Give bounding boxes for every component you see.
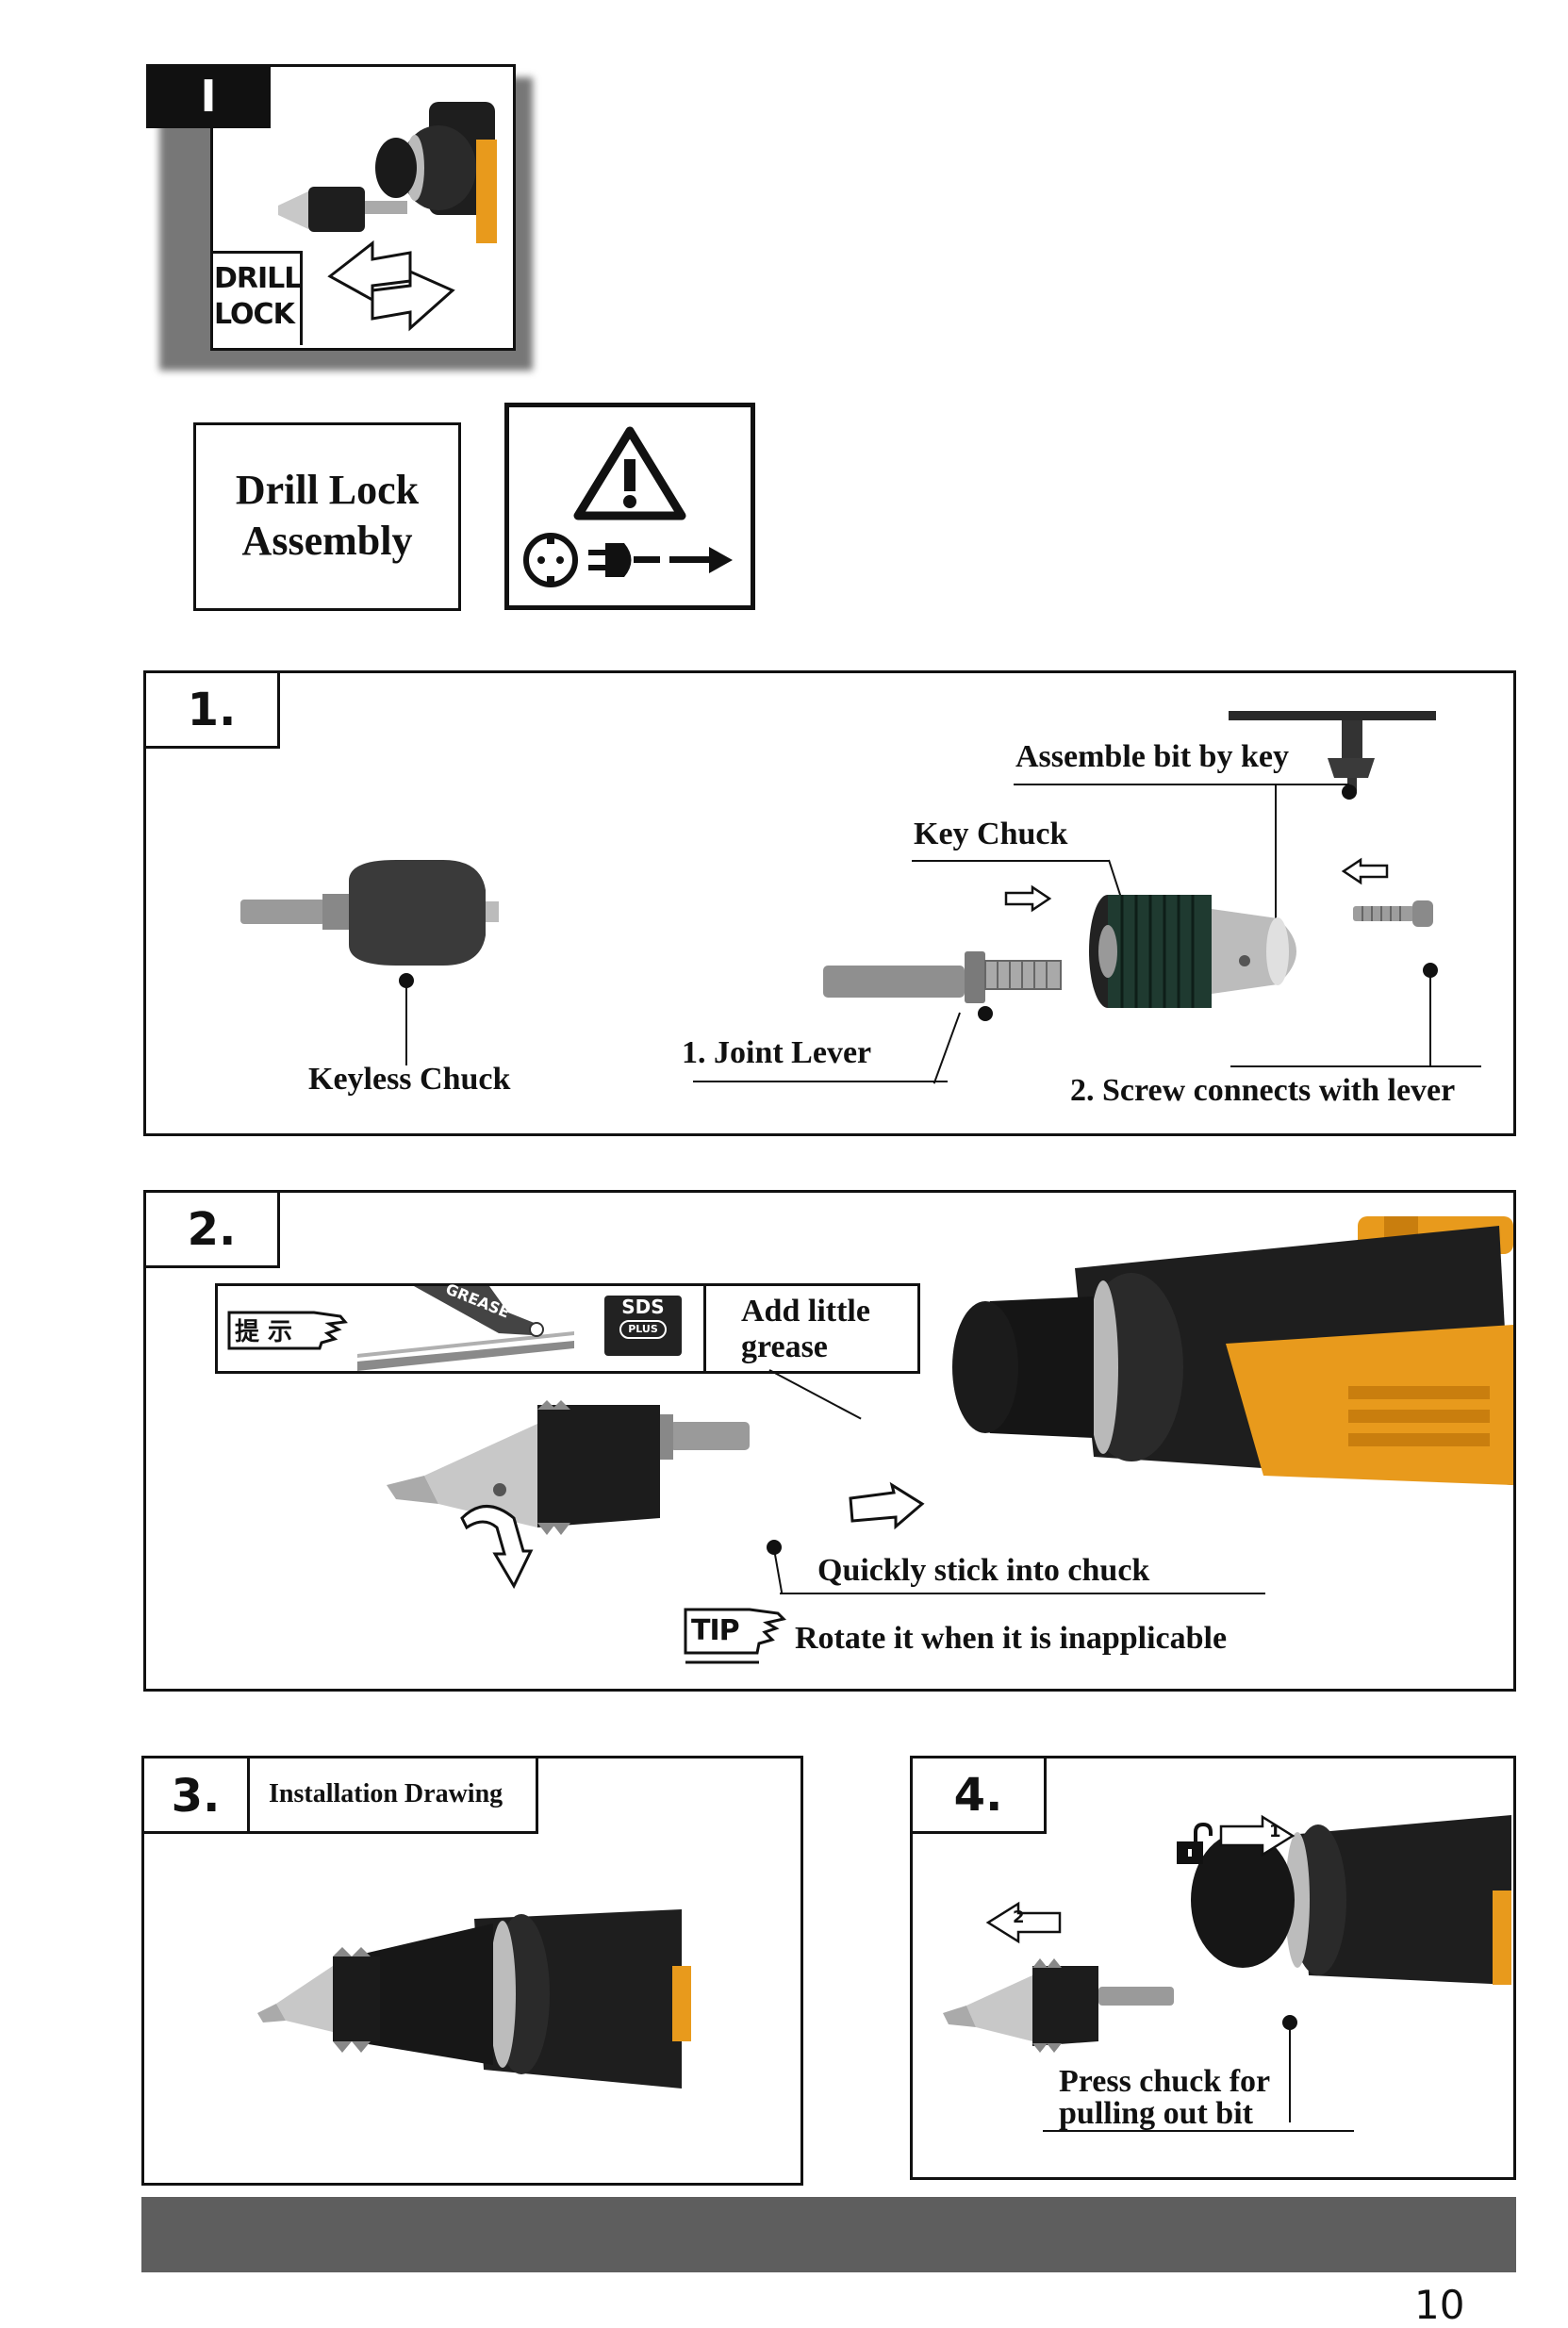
lock-label-line1: DRILL xyxy=(214,262,302,295)
step-number-4: 4. xyxy=(913,1758,1047,1834)
remove-arrow-2-number: 2 xyxy=(1013,1907,1025,1927)
lock-label-line2: LOCK xyxy=(214,298,295,331)
warning-triangle-icon xyxy=(573,426,686,520)
installation-drawing-title: Installation Drawing xyxy=(269,1779,503,1808)
drill-lock-mode-icon: I DRILL LOCK xyxy=(146,64,533,371)
drill-head-icon xyxy=(278,102,497,243)
tip-badge: TIP xyxy=(691,1614,740,1647)
assemble-bit-label: Assemble bit by key xyxy=(1015,739,1289,774)
add-grease-line1: Add little xyxy=(741,1294,870,1329)
keyless-chuck-label: Keyless Chuck xyxy=(308,1062,511,1097)
step-number-1: 1. xyxy=(146,673,280,749)
remove-arrow-2-icon xyxy=(985,1901,1062,1944)
drill-lock-assembly-title-box: Drill Lock Assembly xyxy=(193,422,461,611)
tip-pointing-hand-icon xyxy=(684,1608,786,1664)
step-panel-1: 1. Keyless Chuck Assemble bit by key Key… xyxy=(143,670,1516,1136)
sds-key-chuck-image xyxy=(387,1400,750,1535)
step-panel-2: 2. 提 示 GREASE SDS PLUS Add little grease xyxy=(143,1190,1516,1692)
step-panel-4: 4. 1 2 Press chuck for pulling out bit xyxy=(910,1756,1516,2180)
rotate-tip-label: Rotate it when it is inapplicable xyxy=(795,1621,1228,1656)
removed-chuck-image xyxy=(943,1958,1174,2053)
mode-tab-label: I xyxy=(200,71,217,122)
insert-arrow-left-icon xyxy=(1341,857,1389,885)
connecting-screw-image xyxy=(1353,900,1433,927)
hint-label: 提 示 xyxy=(235,1318,293,1346)
step-number-3: 3. xyxy=(144,1758,250,1834)
grease-tube-image xyxy=(357,1286,574,1371)
page-number: 10 xyxy=(1414,2282,1465,2328)
hammer-drill-image xyxy=(952,1216,1513,1485)
key-chuck-image xyxy=(1089,895,1296,1008)
insert-direction-arrow-icon xyxy=(849,1481,925,1530)
step-number-2: 2. xyxy=(146,1193,280,1268)
swap-arrows-icon xyxy=(327,239,455,332)
press-chuck-line1: Press chuck for xyxy=(1059,2064,1271,2099)
step-panel-3: 3. Installation Drawing xyxy=(141,1756,803,2186)
drill-head-release-image xyxy=(1191,1815,1511,1985)
grease-hint-box: 提 示 GREASE SDS PLUS Add little grease xyxy=(215,1280,920,1374)
quick-stick-label: Quickly stick into chuck xyxy=(817,1553,1150,1588)
screw-label: 2. Screw connects with lever xyxy=(1070,1073,1456,1108)
joint-lever-image xyxy=(823,951,1062,1003)
unplug-icon xyxy=(523,533,733,587)
footer-bar xyxy=(141,2197,1516,2272)
keyless-chuck-image xyxy=(240,860,499,966)
title-line1: Drill Lock xyxy=(235,467,420,513)
hint-pointing-hand-icon xyxy=(227,1311,348,1350)
unplug-warning-icon xyxy=(504,403,755,610)
insert-arrow-right-icon xyxy=(1004,884,1052,913)
release-arrow-1-number: 1 xyxy=(1269,1822,1281,1841)
key-chuck-label: Key Chuck xyxy=(914,817,1068,851)
rotate-arrow-icon xyxy=(460,1505,534,1590)
release-arrow-1-icon xyxy=(1219,1814,1296,1857)
installed-drill-chuck-image xyxy=(257,1909,691,2089)
sds-plus-badge: SDS PLUS xyxy=(604,1296,682,1356)
title-line2: Assembly xyxy=(241,518,413,564)
joint-lever-label: 1. Joint Lever xyxy=(682,1035,872,1070)
add-grease-line2: grease xyxy=(741,1329,828,1364)
unlock-icon xyxy=(1177,1822,1213,1864)
press-chuck-line2: pulling out bit xyxy=(1059,2096,1253,2131)
